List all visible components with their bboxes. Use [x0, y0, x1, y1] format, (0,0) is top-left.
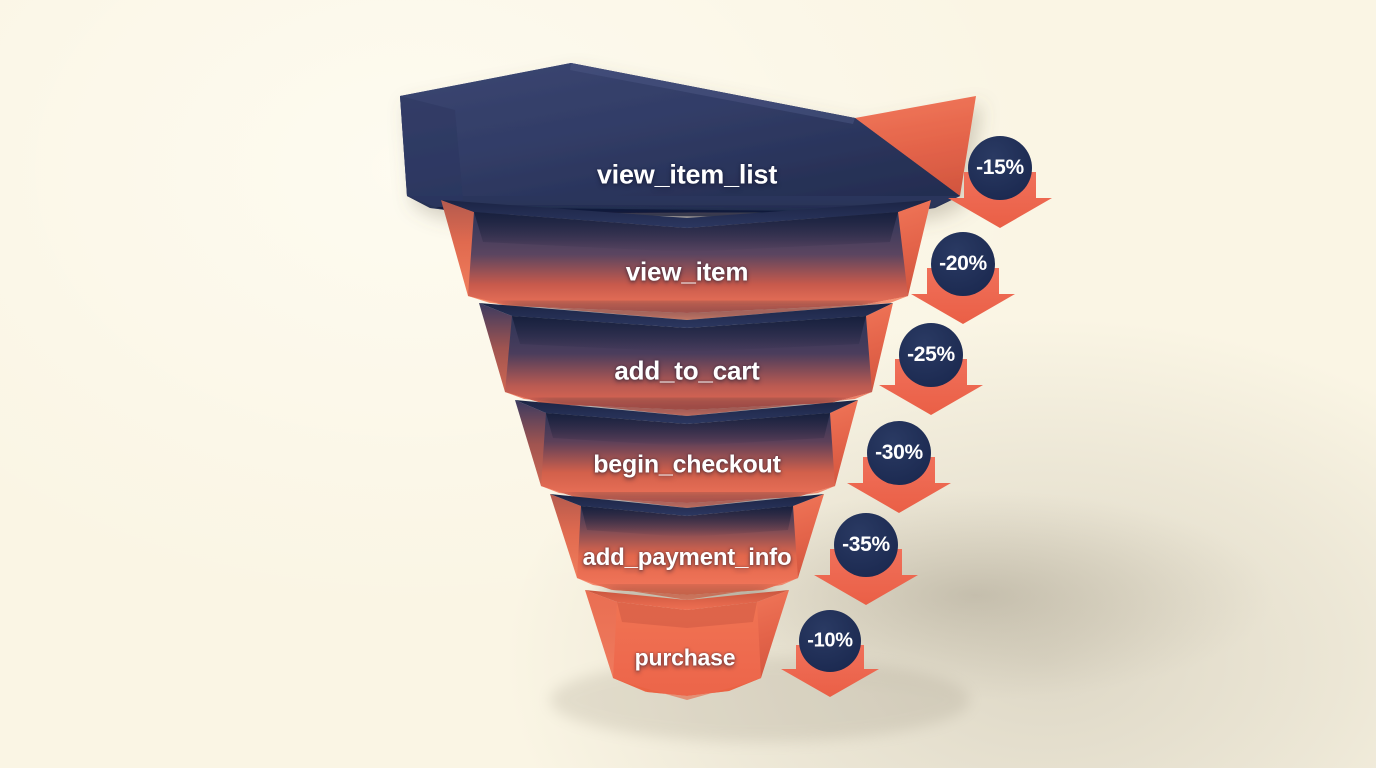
dropoff-badge-1[interactable] [948, 136, 1052, 228]
dropoff-badge-4[interactable] [847, 421, 951, 513]
funnel-stage-add_to_cart[interactable] [479, 303, 893, 416]
dropoff-badge-5[interactable] [814, 513, 918, 605]
funnel-stage-purchase[interactable] [585, 590, 789, 700]
funnel-stage-add_payment_info[interactable] [550, 494, 824, 600]
dropoff-badge-3[interactable] [879, 323, 983, 415]
funnel-stage-begin_checkout[interactable] [515, 400, 858, 508]
dropoff-badge-6[interactable] [781, 610, 879, 697]
dropoff-badge-2[interactable] [911, 232, 1015, 324]
